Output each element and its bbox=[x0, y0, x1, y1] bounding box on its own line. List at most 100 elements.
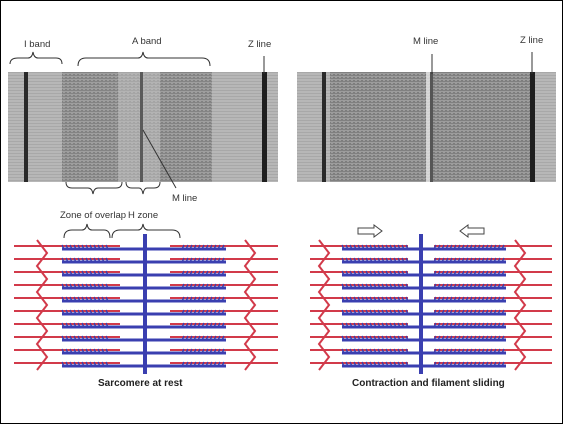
myosin-head bbox=[393, 244, 397, 250]
myosin-head bbox=[209, 270, 213, 276]
myosin-head bbox=[77, 322, 81, 328]
myosin-head bbox=[213, 244, 217, 250]
myosin-head bbox=[185, 244, 189, 250]
myosin-head bbox=[65, 335, 69, 341]
myosin-head bbox=[385, 270, 389, 276]
myosin-head bbox=[465, 283, 469, 289]
myosin-head bbox=[377, 361, 381, 367]
myosin-head bbox=[105, 361, 109, 367]
myosin-head bbox=[433, 270, 437, 276]
myosin-head bbox=[77, 309, 81, 315]
myosin-head bbox=[61, 361, 65, 367]
myosin-head bbox=[441, 270, 445, 276]
myosin-head bbox=[197, 322, 201, 328]
myosin-head bbox=[473, 244, 477, 250]
myosin-head bbox=[405, 309, 409, 315]
myosin-head bbox=[449, 296, 453, 302]
myosin-head bbox=[89, 270, 93, 276]
myosin-head bbox=[349, 270, 353, 276]
myosin-head bbox=[457, 283, 461, 289]
myosin-head bbox=[377, 348, 381, 354]
myosin-head bbox=[453, 283, 457, 289]
z-line-zigzag-1 bbox=[35, 239, 49, 371]
myosin-head bbox=[201, 348, 205, 354]
myosin-head bbox=[489, 361, 493, 367]
myosin-head bbox=[401, 257, 405, 263]
myosin-head bbox=[69, 335, 73, 341]
myosin-head bbox=[493, 361, 497, 367]
myosin-head bbox=[197, 244, 201, 250]
myosin-head bbox=[345, 270, 349, 276]
myosin-head bbox=[457, 309, 461, 315]
myosin-head bbox=[93, 348, 97, 354]
myosin-head bbox=[433, 348, 437, 354]
myosin-head bbox=[449, 335, 453, 341]
myosin-head bbox=[197, 296, 201, 302]
myosin-head bbox=[93, 270, 97, 276]
myosin-head bbox=[341, 283, 345, 289]
myosin-head bbox=[209, 335, 213, 341]
myosin-head bbox=[73, 348, 77, 354]
myosin-head bbox=[197, 257, 201, 263]
myosin-head bbox=[377, 322, 381, 328]
myosin-head bbox=[93, 257, 97, 263]
myosin-head bbox=[189, 361, 193, 367]
myosin-head bbox=[405, 335, 409, 341]
myosin-head bbox=[345, 335, 349, 341]
h-zone-label: H zone bbox=[128, 210, 159, 221]
myosin-head bbox=[445, 361, 449, 367]
myosin-head bbox=[485, 361, 489, 367]
myosin-head bbox=[185, 270, 189, 276]
myosin-head bbox=[389, 270, 393, 276]
myosin-head bbox=[497, 309, 501, 315]
myosin-head bbox=[345, 296, 349, 302]
myosin-head bbox=[357, 257, 361, 263]
myosin-head bbox=[393, 309, 397, 315]
myosin-head bbox=[185, 322, 189, 328]
myosin-head bbox=[481, 244, 485, 250]
myosin-head bbox=[341, 296, 345, 302]
myosin-head bbox=[217, 296, 221, 302]
myosin-head bbox=[349, 296, 353, 302]
myosin-head bbox=[445, 335, 449, 341]
myosin-head bbox=[181, 309, 185, 315]
myosin-head bbox=[441, 322, 445, 328]
myosin-head bbox=[501, 335, 505, 341]
myosin-head bbox=[221, 296, 225, 302]
myosin-head bbox=[433, 361, 437, 367]
myosin-head bbox=[397, 361, 401, 367]
micrograph-right bbox=[297, 72, 556, 182]
myosin-head bbox=[181, 348, 185, 354]
myosin-head bbox=[101, 348, 105, 354]
myosin-head bbox=[489, 309, 493, 315]
myosin-head bbox=[209, 348, 213, 354]
myosin-head bbox=[361, 270, 365, 276]
myosin-head bbox=[189, 309, 193, 315]
myosin-head bbox=[401, 296, 405, 302]
myosin-head bbox=[65, 296, 69, 302]
myosin-head bbox=[377, 283, 381, 289]
myosin-head bbox=[389, 322, 393, 328]
myosin-head bbox=[89, 348, 93, 354]
myosin-head bbox=[105, 322, 109, 328]
myosin-head bbox=[341, 361, 345, 367]
myosin-head bbox=[189, 348, 193, 354]
a-band-label: A band bbox=[132, 36, 162, 47]
myosin-head bbox=[453, 361, 457, 367]
myosin-head bbox=[205, 322, 209, 328]
myosin-head bbox=[489, 270, 493, 276]
myosin-head bbox=[489, 283, 493, 289]
myosin-head bbox=[105, 348, 109, 354]
myosin-head bbox=[477, 309, 481, 315]
myosin-head bbox=[209, 244, 213, 250]
myosin-head bbox=[501, 322, 505, 328]
myosin-head bbox=[193, 270, 197, 276]
myosin-head bbox=[197, 309, 201, 315]
myosin-head bbox=[361, 348, 365, 354]
myosin-head bbox=[433, 296, 437, 302]
myosin-head bbox=[465, 296, 469, 302]
myosin-head bbox=[105, 257, 109, 263]
m-line-label-left: M line bbox=[172, 193, 198, 204]
myosin-head bbox=[181, 244, 185, 250]
myosin-head bbox=[501, 348, 505, 354]
